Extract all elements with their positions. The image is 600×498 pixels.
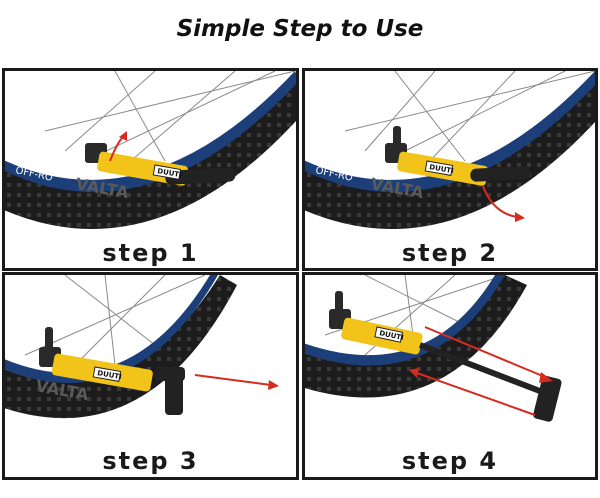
page-title: Simple Step to Use (176, 16, 424, 42)
red-direction-arrow (416, 372, 536, 416)
mini-pump-illustration: DUUTI (385, 126, 531, 186)
arrow-head (409, 368, 419, 378)
step-3-label: step 3 (102, 447, 199, 475)
arrow-head (268, 380, 279, 390)
step-4-panel: DUUTI step 4 (302, 272, 598, 480)
arrow-head (119, 131, 127, 141)
mini-pump-illustration: DUUTI (329, 291, 562, 422)
spokes (344, 71, 595, 167)
rim (305, 71, 595, 192)
step-4-illustration: DUUTI (305, 275, 562, 422)
rim (5, 71, 296, 192)
arrow-head (539, 372, 553, 383)
step-3-illustration: VALTA DUUTI (5, 275, 279, 419)
red-direction-arrow (424, 326, 546, 378)
red-direction-arrow (194, 374, 272, 386)
rim (5, 275, 218, 383)
mini-pump-illustration: DUUTI (85, 143, 236, 186)
step-4-label: step 4 (401, 447, 499, 475)
step-1-panel: OFF-RO VALTA DUUTI step 1 (2, 68, 299, 271)
tire-illustration (305, 81, 595, 229)
tire-illustration (305, 275, 527, 398)
step-2-illustration: OFF-RO VALTA DUUTI (305, 71, 595, 229)
step-2-label: step 2 (401, 239, 499, 267)
step-3-panel: VALTA DUUTI step 3 (2, 272, 299, 480)
rim (305, 275, 505, 366)
step-1-label: step 1 (102, 239, 199, 267)
mini-pump-illustration: DUUTI (39, 327, 185, 415)
red-direction-arrow (482, 185, 518, 218)
step-2-panel: OFF-RO VALTA DUUTI step 2 (302, 68, 598, 271)
tire-illustration (5, 81, 296, 229)
step-1-illustration: OFF-RO VALTA DUUTI (5, 71, 296, 229)
arrow-head (515, 212, 525, 222)
